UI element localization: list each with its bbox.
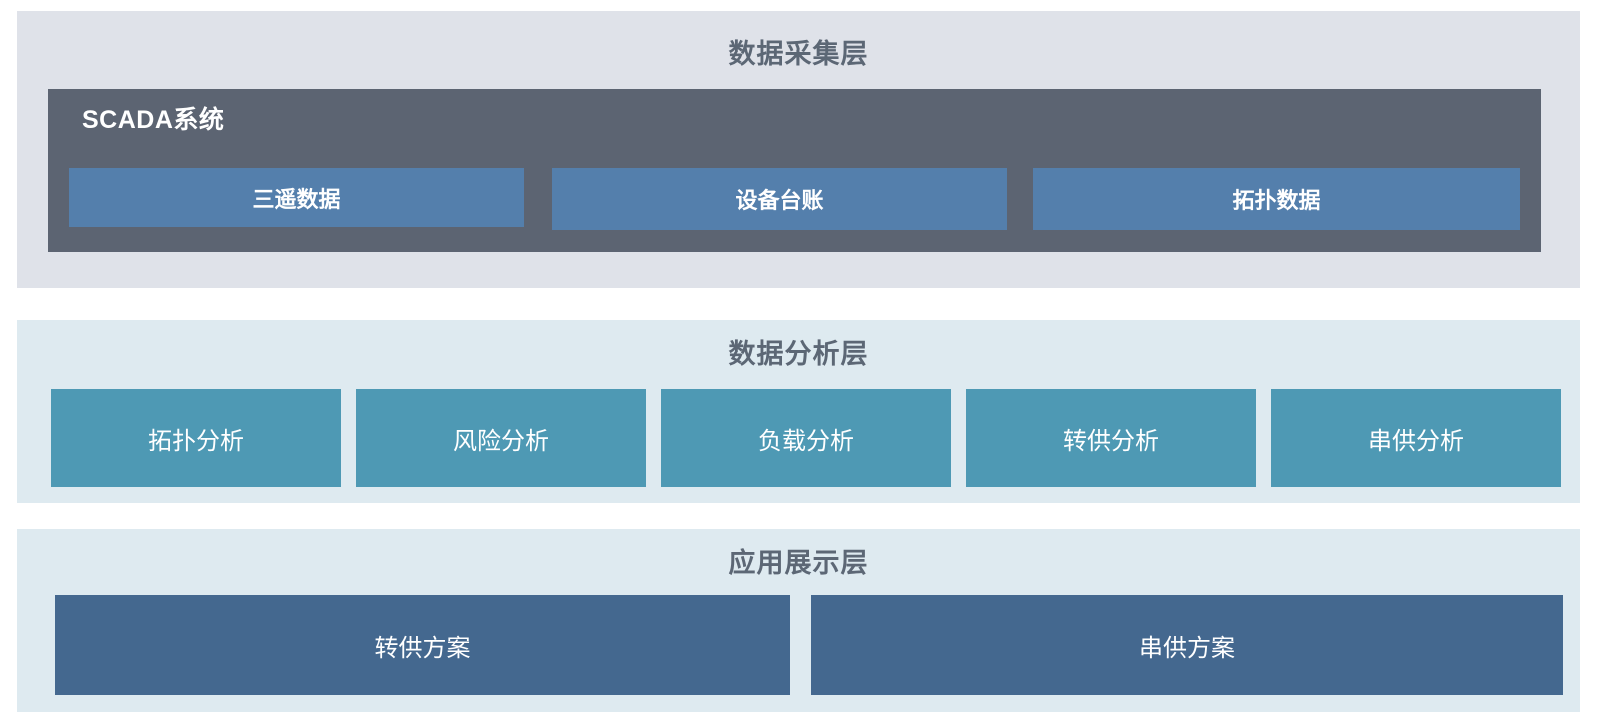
scada-system-label: SCADA系统 <box>82 106 225 134</box>
analysis-box-row: 拓扑分析 风险分析 负载分析 转供分析 串供分析 <box>51 389 1561 487</box>
collection-box-telemetry[interactable]: 三遥数据 <box>69 168 524 227</box>
analysis-box-topology[interactable]: 拓扑分析 <box>51 389 341 487</box>
analysis-box-risk[interactable]: 风险分析 <box>356 389 646 487</box>
analysis-box-transfer-supply[interactable]: 转供分析 <box>966 389 1256 487</box>
scada-system-panel: SCADA系统 三遥数据 设备台账 拓扑数据 <box>48 89 1541 252</box>
collection-box-topology-data[interactable]: 拓扑数据 <box>1033 168 1520 230</box>
layer-data-collection: 数据采集层 SCADA系统 三遥数据 设备台账 拓扑数据 <box>17 11 1580 288</box>
analysis-box-series-supply[interactable]: 串供分析 <box>1271 389 1561 487</box>
layer-title-data-collection: 数据采集层 <box>728 39 869 69</box>
layer-title-application-presentation: 应用展示层 <box>728 548 869 578</box>
application-box-series-supply-plan[interactable]: 串供方案 <box>811 595 1563 695</box>
collection-box-equipment-ledger[interactable]: 设备台账 <box>552 168 1007 230</box>
application-box-row: 转供方案 串供方案 <box>55 595 1563 695</box>
application-box-transfer-supply-plan[interactable]: 转供方案 <box>55 595 790 695</box>
layer-data-analysis: 数据分析层 拓扑分析 风险分析 负载分析 转供分析 串供分析 <box>17 320 1580 503</box>
analysis-box-load[interactable]: 负载分析 <box>661 389 951 487</box>
layer-application-presentation: 应用展示层 转供方案 串供方案 <box>17 529 1580 712</box>
layer-title-data-analysis: 数据分析层 <box>728 339 869 369</box>
